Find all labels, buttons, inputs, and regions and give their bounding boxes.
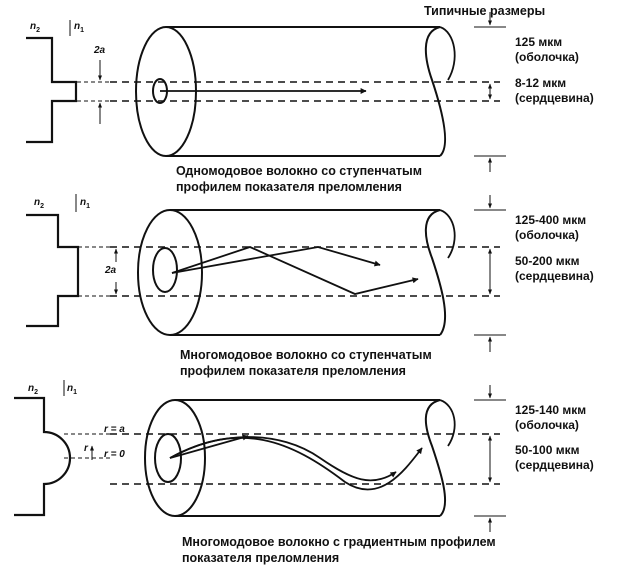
cladding-end-face (137, 209, 203, 336)
panel-2-n1-label: n1 (80, 197, 91, 210)
typical-sizes-header: Типичные размеры (424, 4, 546, 18)
panel-3-caption: Многомодовое волокно с градиентным профи… (182, 535, 496, 565)
panel-2-profile (26, 213, 80, 328)
panel-3-profile (14, 396, 72, 517)
panel-1-axis (69, 20, 110, 124)
panel-1-cladding-size: 125 мкм(оболочка) (515, 35, 579, 64)
graded-index-profile-curve (14, 396, 72, 517)
step-index-profile-curve (26, 213, 80, 328)
step-index-profile-curve (26, 36, 78, 144)
panel-3-rays (169, 434, 423, 491)
panel-3-cladding-size: 125-140 мкм(оболочка) (515, 403, 587, 432)
panel-3-dimension-marks (474, 385, 506, 532)
cladding-end-face (144, 399, 206, 517)
panel-2-core-size-label: 2a (105, 265, 117, 276)
cut-edge (424, 209, 447, 336)
panel-2-fiber (137, 209, 456, 336)
cut-edge (424, 399, 447, 517)
panel-1-n1-label: n1 (74, 21, 85, 34)
panel-3-fiber (144, 399, 456, 517)
panel-2-rays (171, 246, 419, 295)
panel-3-r-equals-0-label: r = 0 (104, 449, 125, 460)
panel-2-core-lines (110, 246, 500, 297)
panel-3-axis (63, 380, 110, 460)
panel-1-core-size-label: 2a (94, 45, 106, 56)
panel-3-n2-label: n2 (28, 383, 39, 396)
panel-3-core-lines (110, 433, 500, 485)
panel-1-n2-label: n2 (30, 21, 41, 34)
panel-3-r-label: r (84, 443, 88, 454)
panel-3-n1-label: n1 (67, 383, 78, 396)
panel-2-core-size: 50-200 мкм(сердцевина) (515, 254, 594, 283)
panel-2-dimension-marks (474, 195, 506, 352)
core-end-face (152, 247, 178, 293)
cut-edge (424, 26, 447, 157)
panel-2-n2-label: n2 (34, 197, 45, 210)
panel-3-r-equals-a-label: r = a (104, 424, 125, 435)
panel-3-core-size: 50-100 мкм(сердцевина) (515, 443, 594, 472)
panel-1-core-lines (110, 81, 500, 102)
panel-1-dimension-marks (474, 12, 506, 172)
panel-1-profile (26, 36, 78, 144)
panel-2-cladding-size: 125-400 мкм(оболочка) (515, 213, 587, 242)
panel-1-core-size: 8-12 мкм(сердцевина) (515, 76, 594, 105)
core-end-face (154, 433, 182, 483)
panel-2-axis (75, 194, 118, 297)
